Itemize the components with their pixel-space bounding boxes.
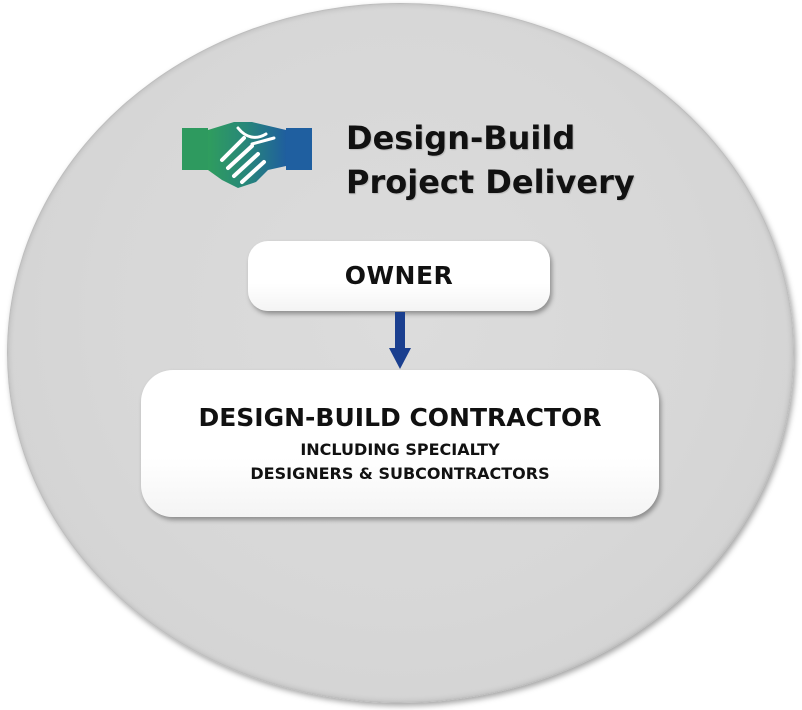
contractor-subtitle-line-1: INCLUDING SPECIALTY	[300, 440, 500, 459]
contractor-title: DESIGN-BUILD CONTRACTOR	[198, 403, 602, 432]
owner-node: OWNER	[248, 241, 550, 311]
owner-label: OWNER	[344, 261, 454, 290]
title-line-2: Project Delivery	[346, 163, 635, 201]
diagram-title: Design-Build Project Delivery	[346, 116, 766, 204]
title-line-1: Design-Build	[346, 119, 576, 157]
contractor-node: DESIGN-BUILD CONTRACTOR INCLUDING SPECIA…	[141, 370, 659, 517]
contractor-subtitle-line-2: DESIGNERS & SUBCONTRACTORS	[250, 464, 550, 483]
handshake-icon	[182, 122, 312, 188]
arrow-down-icon	[389, 312, 411, 369]
